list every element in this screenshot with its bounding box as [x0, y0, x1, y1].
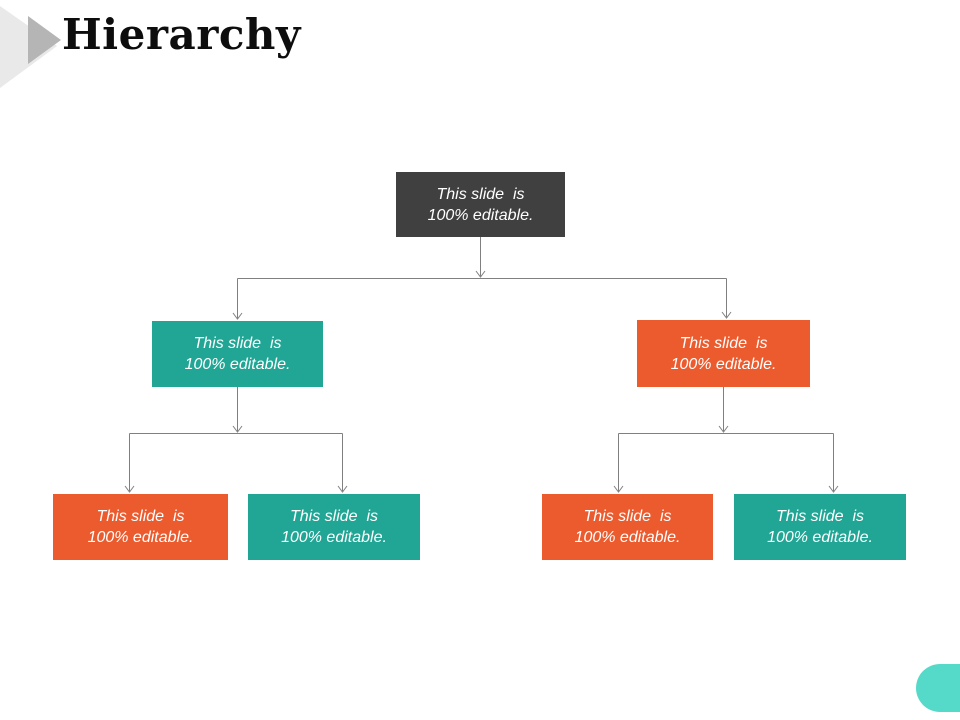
node-text-line2: 100% editable.: [281, 529, 387, 546]
node-text-line1: This slide is: [679, 334, 768, 352]
org-node-level3-4[interactable]: This slide is 100% editable.: [734, 494, 906, 560]
org-node-level2-left[interactable]: This slide is 100% editable.: [152, 321, 323, 387]
org-node-level3-3[interactable]: This slide is 100% editable.: [542, 494, 713, 560]
node-text-line2: 100% editable.: [427, 206, 534, 224]
node-text-line2: 100% editable.: [87, 529, 194, 546]
node-text-line1: This slide is: [193, 335, 282, 352]
node-text-line2: 100% editable.: [767, 529, 873, 546]
node-text-line1: This slide is: [96, 508, 185, 525]
node-text-line1: This slide is: [289, 508, 379, 525]
node-text-line2: 100% editable.: [184, 356, 291, 373]
org-node-level3-2[interactable]: This slide is 100% editable.: [248, 494, 420, 560]
node-text-line2: 100% editable.: [574, 529, 681, 546]
title-arrow-decoration: [0, 6, 61, 88]
node-text-line1: This slide is: [583, 508, 672, 525]
node-text-line1: This slide is: [775, 508, 865, 525]
org-node-level3-1[interactable]: This slide is 100% editable.: [53, 494, 228, 560]
node-text-line1: This slide is: [436, 185, 525, 203]
node-text-line2: 100% editable.: [670, 355, 777, 373]
corner-pill-decoration: [916, 664, 960, 712]
org-node-root[interactable]: This slide is 100% editable.: [396, 172, 565, 237]
org-node-level2-right[interactable]: This slide is 100% editable.: [637, 320, 810, 387]
page-title: Hierarchy: [62, 10, 301, 59]
title-arrow-dark-icon: [28, 16, 61, 64]
